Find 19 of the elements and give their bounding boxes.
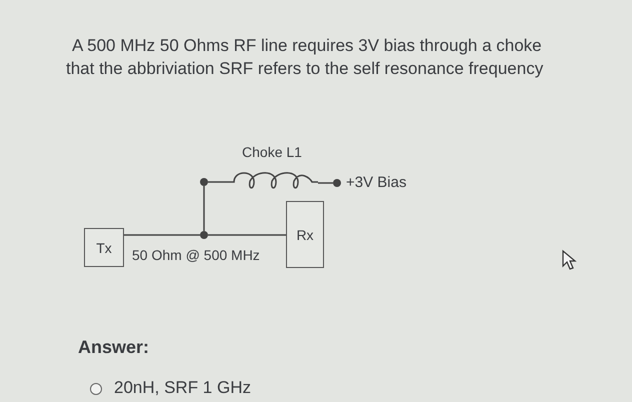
wire bbox=[208, 234, 286, 236]
block-label: Rx bbox=[296, 226, 314, 242]
wire bbox=[124, 234, 200, 236]
question-text: A 500 MHz 50 Ohms RF line requires 3V bias through a choke bbox=[72, 36, 542, 56]
receiver-box bbox=[286, 201, 324, 268]
wire bbox=[318, 182, 333, 184]
question-text: that the abbriviation SRF refers to the self resonance frequency bbox=[66, 59, 544, 79]
component-label: Choke L1 bbox=[241, 144, 303, 160]
wire bbox=[203, 186, 205, 231]
answer-heading: Answer: bbox=[78, 337, 150, 358]
wire bbox=[208, 181, 226, 183]
terminal-dot bbox=[333, 179, 341, 187]
voltage-label: +3V Bias bbox=[346, 174, 406, 191]
answer-option: 20nH, SRF 1 GHz bbox=[114, 378, 251, 398]
line-label: 50 Ohm @ 500 MHz bbox=[132, 247, 260, 263]
transmitter-box bbox=[84, 228, 124, 267]
junction-dot bbox=[200, 231, 208, 239]
block-label: Tx bbox=[96, 240, 112, 256]
junction-dot bbox=[200, 178, 208, 186]
